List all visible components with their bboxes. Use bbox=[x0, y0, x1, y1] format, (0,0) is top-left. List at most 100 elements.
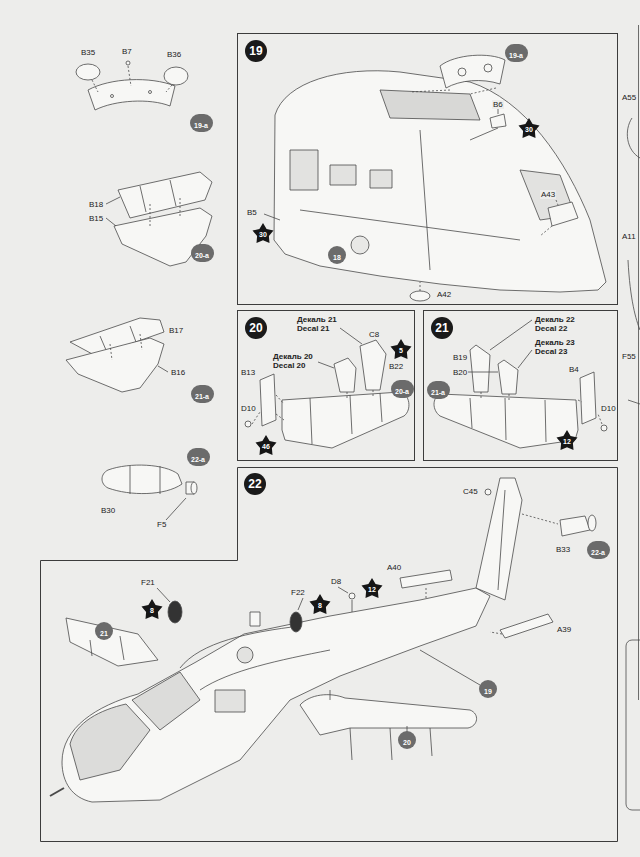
paint-star: 30 bbox=[252, 223, 274, 245]
subassembly-badge: 19-a bbox=[190, 114, 213, 132]
helicopter-step-22 bbox=[400, 570, 452, 588]
badge-number: 19-a bbox=[509, 47, 523, 65]
badge-number: 22-a bbox=[191, 451, 205, 469]
helicopter-step-22 bbox=[132, 672, 200, 730]
wing-step-20 bbox=[347, 390, 373, 400]
subassembly-21a bbox=[66, 318, 168, 392]
part-number: B22 bbox=[388, 362, 404, 371]
part-number: B33 bbox=[555, 545, 571, 554]
helicopter-step-22 bbox=[50, 788, 64, 796]
part-number: B19 bbox=[452, 353, 468, 362]
wing-step-20 bbox=[260, 374, 276, 426]
wing-step-21 bbox=[434, 320, 607, 448]
part-number: F5 bbox=[156, 520, 167, 529]
helicopter-step-22 bbox=[349, 593, 355, 599]
decal-label: Декаль 20 bbox=[272, 352, 314, 361]
step-number: 19 bbox=[245, 40, 267, 62]
paint-star: 30 bbox=[518, 118, 540, 140]
decal-label: Decal 21 bbox=[296, 324, 330, 333]
subassembly-20a bbox=[106, 197, 120, 226]
part-number: B7 bbox=[121, 47, 133, 56]
part-number: B5 bbox=[246, 208, 258, 217]
paint-code: 8 bbox=[150, 599, 154, 622]
subassembly-22a bbox=[191, 482, 197, 494]
subassembly-22a bbox=[166, 498, 186, 520]
part-number: B15 bbox=[88, 214, 104, 223]
badge-number: 21-a bbox=[431, 384, 445, 402]
subassembly-21a bbox=[110, 334, 142, 360]
subassembly-20a bbox=[114, 208, 212, 266]
helicopter-step-22 bbox=[70, 704, 150, 780]
helicopter-step-22 bbox=[500, 614, 553, 638]
part-number: D8 bbox=[330, 577, 342, 586]
next-column-edge bbox=[626, 25, 640, 810]
fuselage-step-19 bbox=[274, 71, 606, 292]
fuselage-step-19 bbox=[290, 150, 318, 190]
subassembly-badge: 18 bbox=[328, 246, 346, 264]
step-number: 22 bbox=[244, 473, 266, 495]
fuselage-step-19 bbox=[300, 130, 520, 270]
subassembly-19a bbox=[76, 61, 188, 110]
wing-step-20 bbox=[310, 393, 382, 444]
subassembly-19a bbox=[76, 64, 100, 80]
paint-code: 30 bbox=[259, 223, 267, 246]
line-art bbox=[50, 25, 640, 810]
paint-code: 30 bbox=[525, 118, 533, 141]
subassembly-badge: 21 bbox=[95, 622, 113, 640]
wing-step-20 bbox=[282, 392, 409, 448]
badge-number: 19-a bbox=[194, 117, 208, 135]
fuselage-step-19 bbox=[380, 90, 480, 120]
helicopter-step-22 bbox=[290, 612, 302, 632]
badge-number: 22-a bbox=[591, 544, 605, 562]
wing-step-21 bbox=[470, 345, 490, 392]
next-column-edge bbox=[638, 25, 639, 700]
fuselage-step-19 bbox=[264, 55, 606, 301]
wing-step-21 bbox=[580, 372, 596, 424]
subassembly-22a bbox=[130, 466, 160, 494]
helicopter-step-22 bbox=[498, 490, 505, 590]
helicopter-step-22 bbox=[560, 516, 590, 536]
fuselage-step-19 bbox=[410, 291, 430, 301]
fuselage-step-19 bbox=[351, 236, 369, 254]
badge-number: 20-a bbox=[395, 383, 409, 401]
part-number: B20 bbox=[452, 368, 468, 377]
part-number: B16 bbox=[170, 368, 186, 377]
helicopter-step-22 bbox=[338, 587, 352, 612]
part-number: D10 bbox=[240, 404, 257, 413]
subassembly-19a bbox=[92, 66, 172, 92]
part-number: B30 bbox=[100, 506, 116, 515]
paint-star: 5 bbox=[390, 339, 412, 361]
decal-label: Декаль 21 bbox=[296, 315, 338, 324]
paint-code: 12 bbox=[563, 430, 571, 453]
wing-step-20 bbox=[318, 328, 362, 368]
next-column-edge bbox=[628, 260, 640, 330]
helicopter-step-22 bbox=[522, 514, 558, 524]
wing-step-20 bbox=[252, 412, 260, 424]
fuselage-step-19 bbox=[484, 64, 492, 72]
subassembly-19a bbox=[149, 91, 152, 94]
panel-border bbox=[41, 468, 618, 842]
helicopter-step-22 bbox=[168, 601, 182, 623]
subassembly-badge: 20-a bbox=[191, 244, 214, 262]
helicopter-step-22 bbox=[350, 728, 432, 760]
part-number: B35 bbox=[80, 48, 96, 57]
decal-label: Декаль 23 bbox=[534, 338, 576, 347]
helicopter-step-22 bbox=[237, 647, 253, 663]
fuselage-step-19 bbox=[440, 55, 505, 88]
paint-code: 8 bbox=[318, 594, 322, 617]
fuselage-step-19 bbox=[420, 282, 421, 291]
paint-star: 12 bbox=[556, 430, 578, 452]
step-number: 20 bbox=[245, 317, 267, 339]
subassembly-badge: 22-a bbox=[187, 448, 210, 466]
helicopter-step-22 bbox=[490, 632, 502, 634]
fuselage-step-19 bbox=[330, 165, 356, 185]
next-column-edge bbox=[626, 640, 640, 810]
part-number: A43 bbox=[540, 190, 556, 199]
part-number: B13 bbox=[240, 368, 256, 377]
subassembly-19a bbox=[126, 61, 130, 65]
subassembly-badge: 21-a bbox=[427, 381, 450, 399]
part-number: D10 bbox=[600, 404, 617, 413]
part-number: F55 bbox=[621, 352, 637, 361]
